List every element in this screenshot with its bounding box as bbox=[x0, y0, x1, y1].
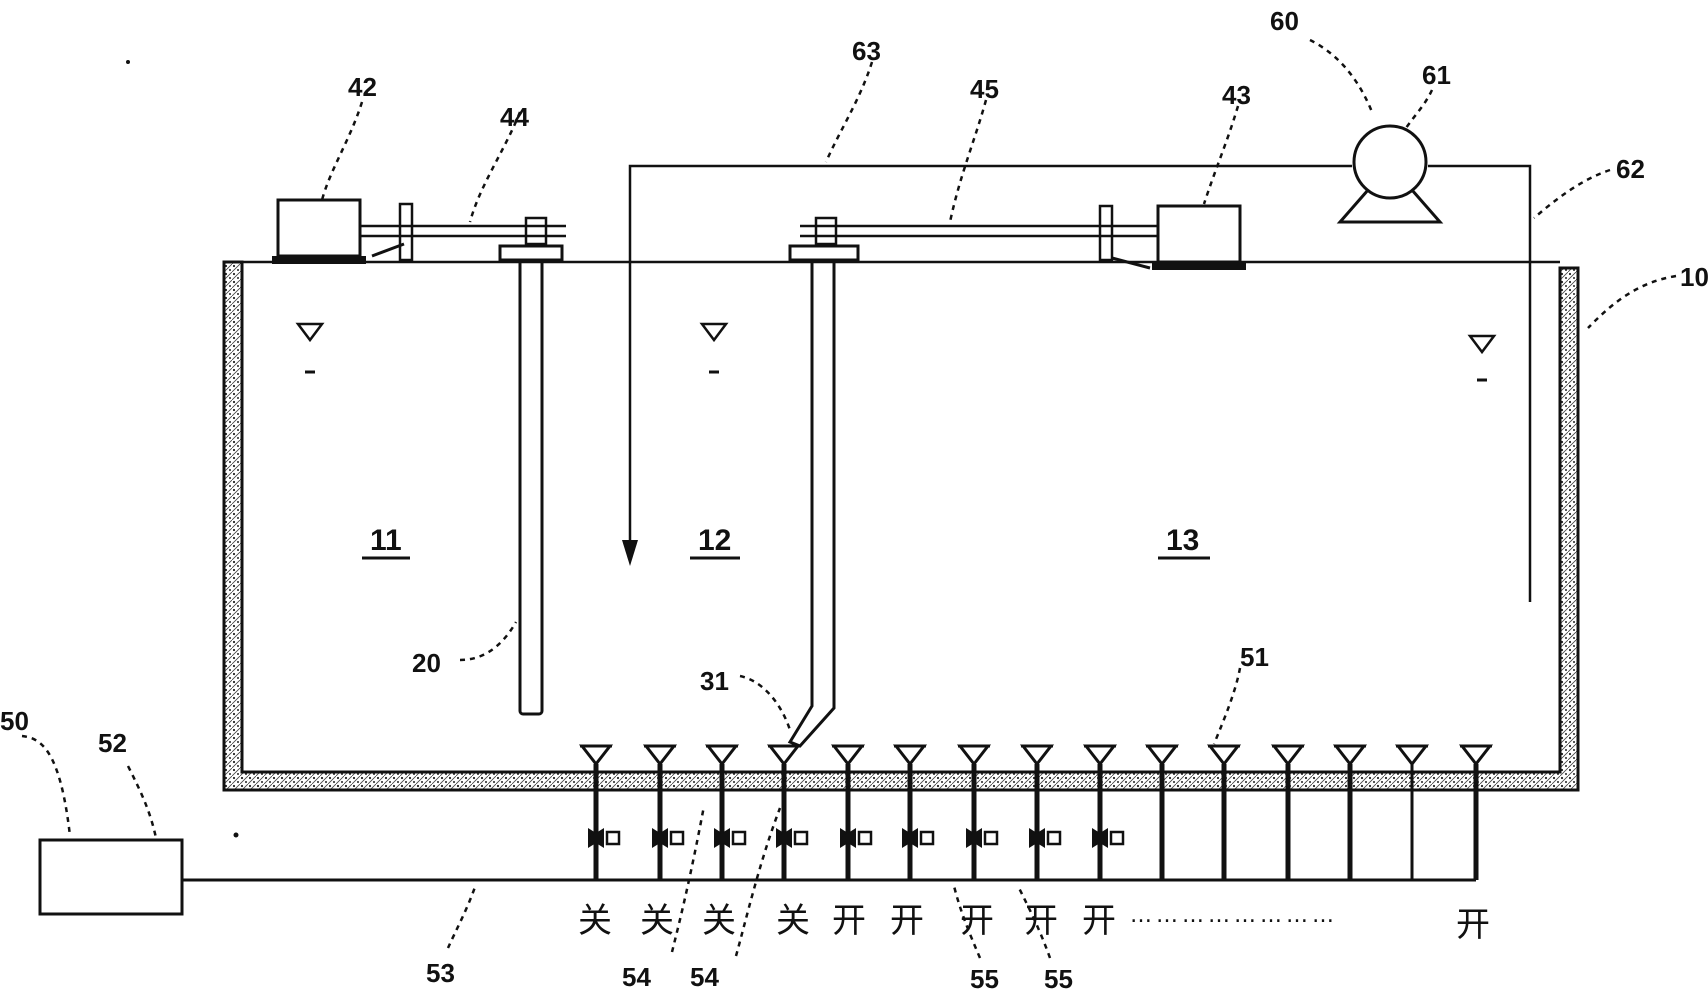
diffuser-8-icon bbox=[1019, 744, 1062, 880]
reference-labels: 42 44 63 45 43 60 61 62 10 11 12 13 20 3… bbox=[0, 6, 1708, 994]
label-60: 60 bbox=[1270, 6, 1299, 36]
label-42: 42 bbox=[348, 72, 377, 102]
valve-state-1: 关 bbox=[578, 901, 612, 941]
valve-state-2: 关 bbox=[640, 901, 674, 941]
label-63: 63 bbox=[852, 36, 881, 66]
diffuser-14-icon bbox=[1394, 744, 1430, 880]
diffuser-12-icon bbox=[1270, 744, 1306, 880]
diffuser-6-icon bbox=[892, 744, 935, 880]
diffuser-1-icon bbox=[578, 744, 621, 880]
valve-state-8: 开 bbox=[1024, 901, 1058, 941]
water-level-icon bbox=[295, 322, 1497, 382]
label-54-a: 54 bbox=[622, 962, 651, 992]
valve-state-9: 开 bbox=[1082, 901, 1116, 941]
valve-state-3: 关 bbox=[702, 901, 736, 941]
label-54-b: 54 bbox=[690, 962, 719, 992]
zone-label-13: 13 bbox=[1166, 524, 1199, 557]
label-10: 10 bbox=[1680, 262, 1708, 292]
ellipsis: …………………… bbox=[1130, 903, 1338, 928]
label-50: 50 bbox=[0, 706, 29, 736]
valve-state-labels: 关 关 关 关 开 开 开 开 开 …………………… 开 bbox=[578, 901, 1490, 945]
label-51: 51 bbox=[1240, 642, 1269, 672]
label-55-b: 55 bbox=[1044, 964, 1073, 994]
leader-lines bbox=[21, 38, 1677, 959]
label-53: 53 bbox=[426, 958, 455, 988]
label-44: 44 bbox=[500, 102, 529, 132]
blower bbox=[38, 838, 184, 916]
valve-state-7: 开 bbox=[960, 901, 994, 941]
agitator-left bbox=[272, 198, 566, 264]
diffuser-4-icon bbox=[766, 744, 809, 880]
label-61: 61 bbox=[1422, 60, 1451, 90]
diffuser-15-icon bbox=[1458, 744, 1494, 880]
tank bbox=[222, 260, 1580, 792]
baffle-left bbox=[498, 244, 564, 716]
diffuser-11-icon bbox=[1206, 744, 1242, 880]
pump-icon bbox=[1336, 124, 1444, 224]
valve-state-6: 开 bbox=[890, 901, 924, 941]
valve-state-4: 关 bbox=[776, 901, 810, 941]
valve-state-last: 开 bbox=[1456, 905, 1490, 945]
diffuser-9-icon bbox=[1082, 744, 1125, 880]
label-45: 45 bbox=[970, 74, 999, 104]
zone-label-11: 11 bbox=[370, 524, 402, 557]
label-43: 43 bbox=[1222, 80, 1251, 110]
label-31: 31 bbox=[700, 666, 729, 696]
diffuser-10-icon bbox=[1144, 744, 1180, 880]
zone-label-12: 12 bbox=[698, 524, 731, 557]
label-55-a: 55 bbox=[970, 964, 999, 994]
agitator-right bbox=[800, 204, 1246, 270]
diffuser-grid bbox=[578, 744, 1494, 880]
recycle-line bbox=[622, 164, 1532, 602]
baffle-right bbox=[787, 244, 860, 748]
diffuser-7-icon bbox=[956, 744, 999, 880]
valve-state-5: 开 bbox=[832, 901, 866, 941]
label-52: 52 bbox=[98, 728, 127, 758]
diffuser-2-icon bbox=[642, 744, 685, 880]
diffuser-3-icon bbox=[704, 744, 747, 880]
label-62: 62 bbox=[1616, 154, 1645, 184]
diffuser-13-icon bbox=[1332, 744, 1368, 880]
diffuser-5-icon bbox=[830, 744, 873, 880]
label-20: 20 bbox=[412, 648, 441, 678]
